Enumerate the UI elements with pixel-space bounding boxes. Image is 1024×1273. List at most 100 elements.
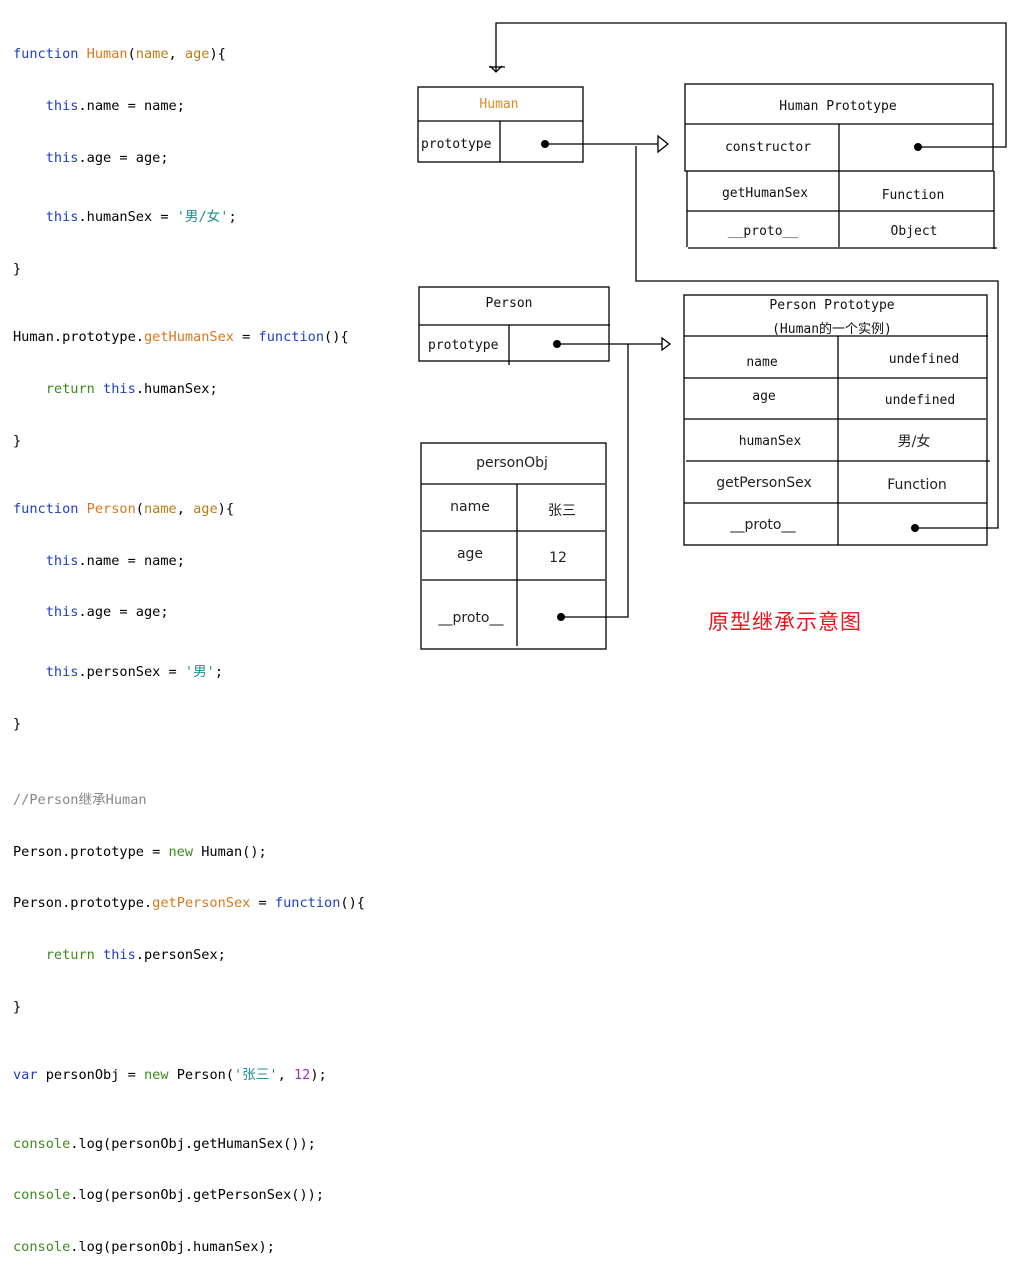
person-obj-key: __proto__	[438, 610, 505, 626]
code-comment: //Person继承Human	[13, 792, 147, 809]
code-keyword: this	[45, 209, 79, 226]
code-param: name	[135, 46, 169, 63]
person-prototype-key: humanSex	[739, 434, 802, 449]
code-param: name	[143, 501, 177, 518]
person-box-prop: prototype	[428, 338, 499, 353]
code-function-name: Person	[86, 501, 136, 518]
code-param: age	[184, 46, 210, 63]
constructor-arrow-head	[489, 65, 503, 73]
code-line: console.log(personObj.getPersonSex());	[13, 1187, 365, 1204]
code-line: }	[13, 260, 22, 277]
code-function-name: Human	[86, 46, 128, 63]
person-box-border	[418, 286, 610, 362]
code-param: age	[193, 501, 218, 518]
code-method-name: getHumanSex	[143, 329, 234, 346]
person-obj-border	[420, 442, 607, 650]
human-prototype-key: constructor	[725, 140, 811, 155]
code-text: .name = name;	[78, 98, 185, 114]
person-proto-pointer-dot	[911, 524, 919, 532]
code-identifier: console	[13, 1187, 71, 1204]
person-prototype-value: Function	[887, 477, 947, 493]
code-text: =	[233, 329, 259, 346]
code-text: );	[310, 1067, 327, 1084]
person-obj-value: 12	[549, 550, 567, 566]
code-identifier: console	[13, 1135, 71, 1152]
code-keyword: new	[168, 843, 194, 860]
code-line: }	[13, 998, 22, 1015]
code-line: this.humanSex = '男/女';	[13, 209, 365, 226]
person-box	[418, 286, 610, 365]
person-obj-value: 张三	[548, 503, 576, 519]
person-obj-title: personObj	[476, 455, 548, 471]
code-text: .personSex =	[78, 663, 185, 680]
person-obj-key: age	[457, 546, 483, 562]
code-text: Person.prototype =	[13, 843, 169, 860]
code-line: console.log(personObj.getHumanSex());	[13, 1136, 365, 1153]
person-obj-box	[420, 442, 607, 650]
person-prototype-key: getPersonSex	[716, 475, 812, 491]
human-prototype-value: Object	[891, 224, 938, 239]
code-keyword: this	[45, 663, 79, 680]
code-text: .age = age;	[78, 149, 169, 166]
code-line: Human.prototype.getHumanSex = function()…	[13, 329, 365, 346]
code-text: .humanSex =	[78, 209, 177, 226]
code-keyword: function	[13, 46, 79, 63]
code-string: '张三'	[234, 1067, 278, 1084]
person-prototype-key: __proto__	[730, 517, 797, 533]
code-string: '男'	[184, 663, 215, 680]
code-string: '男/女'	[176, 209, 229, 226]
code-line: }	[13, 432, 22, 449]
code-text: Person(	[168, 1067, 235, 1084]
code-line: var personObj = new Person('张三', 12);	[13, 1067, 365, 1084]
code-line: return this.humanSex;	[13, 381, 365, 398]
code-keyword: this	[45, 552, 79, 569]
diagram-caption: 原型继承示意图	[708, 610, 862, 634]
code-keyword: function	[258, 329, 325, 346]
code-keyword: return	[45, 380, 95, 397]
code-text: .name = name;	[78, 552, 185, 569]
code-line: console.log(personObj.humanSex);	[13, 1239, 365, 1256]
person-prototype-pointer-dot	[553, 340, 561, 348]
human-box-prop: prototype	[421, 137, 492, 152]
code-line: this.name = name;	[13, 553, 365, 570]
code-text: ,	[277, 1067, 294, 1084]
code-keyword: this	[45, 604, 79, 621]
code-keyword: new	[143, 1067, 169, 1084]
person-proto-link-line	[635, 146, 999, 529]
code-keyword: function	[274, 895, 341, 912]
person-prototype-value: 男/女	[898, 433, 931, 450]
code-keyword: this	[45, 149, 79, 166]
person-obj-key: name	[450, 499, 490, 515]
person-prototype-key: name	[746, 355, 777, 370]
code-line: this.personSex = '男';	[13, 664, 365, 681]
code-line: this.age = age;	[13, 604, 365, 621]
code-line: this.age = age;	[13, 150, 365, 167]
code-text: Human();	[193, 843, 267, 860]
code-text: Person.prototype.	[13, 895, 153, 912]
person-box-title: Person	[486, 296, 533, 311]
code-text: =	[250, 895, 275, 912]
code-keyword: var	[13, 1067, 38, 1084]
code-line: return this.personSex;	[13, 947, 365, 964]
person-obj-proto-link-line	[561, 344, 629, 618]
code-text: ;	[214, 663, 224, 680]
code-text: .humanSex;	[135, 380, 218, 397]
person-prototype-box	[683, 294, 990, 546]
prototype-diagram: Human prototype Human Prototype construc…	[417, 22, 1007, 650]
code-text: ;	[228, 209, 237, 226]
code-text: Human.prototype.	[13, 329, 144, 346]
human-box-title: Human	[479, 97, 518, 112]
person-prototype-subtitle: (Human的一个实例)	[772, 321, 892, 337]
code-text: .log(personObj.getHumanSex());	[70, 1135, 316, 1152]
code-keyword: this	[103, 946, 136, 963]
code-text: (){	[324, 329, 349, 346]
person-prototype-value: undefined	[885, 393, 955, 408]
person-prototype-key: age	[752, 389, 776, 404]
code-text: .personSex;	[135, 946, 226, 963]
person-prototype-border	[683, 294, 988, 546]
constructor-pointer-dot	[914, 143, 922, 151]
person-prototype-value: undefined	[889, 352, 959, 367]
code-text: .log(personObj.humanSex);	[70, 1238, 275, 1255]
human-box	[417, 86, 584, 163]
person-prototype-arrow-head	[661, 336, 672, 352]
